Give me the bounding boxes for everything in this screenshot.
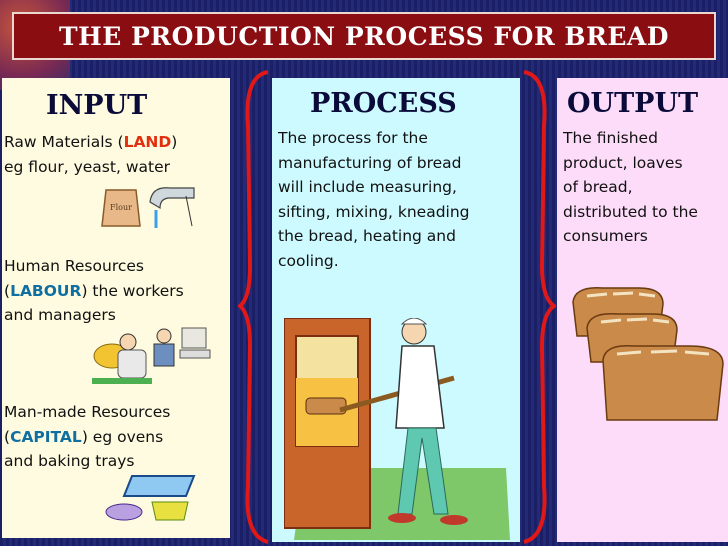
bread-in-oven-icon <box>305 397 347 415</box>
land-keyword: LAND <box>123 133 172 151</box>
flour-bag-icon <box>101 189 141 227</box>
process-heading: PROCESS <box>310 88 457 119</box>
bun-tray-icon <box>151 501 189 521</box>
baking-tray-icon <box>122 475 196 497</box>
capital-text: Man-made Resources (CAPITAL) eg ovens an… <box>4 403 171 470</box>
baking-trays-illustration <box>105 475 196 521</box>
land-text: Raw Materials (LAND) eg flour, yeast, wa… <box>4 133 178 176</box>
computer-icon <box>181 327 207 349</box>
output-description: The finished product, loaves of bread, d… <box>563 129 698 245</box>
page-title: THE PRODUCTION PROCESS FOR BREAD <box>59 21 669 51</box>
workers-illustration <box>92 327 211 384</box>
baker-hat-icon <box>400 318 428 325</box>
baker-apron-icon <box>395 345 445 429</box>
input-heading: INPUT <box>46 90 148 121</box>
loaf-icon <box>602 345 724 421</box>
loaves-illustration <box>572 287 724 421</box>
labour-keyword: LABOUR <box>10 281 82 300</box>
flour-label: Flour <box>110 203 132 212</box>
manager-icon <box>156 328 172 344</box>
right-brace <box>523 70 556 544</box>
labour-text: Human Resources (LABOUR) the workers and… <box>4 257 184 324</box>
input-panel: INPUT Raw Materials (LAND) eg flour, yea… <box>2 78 230 538</box>
flour-and-tap-illustration: Flour <box>101 187 195 228</box>
left-brace <box>238 70 269 544</box>
capital-keyword: CAPITAL <box>10 427 82 446</box>
process-description: The process for the manufacturing of bre… <box>278 129 470 270</box>
tap-icon <box>149 187 195 210</box>
output-heading: OUTPUT <box>567 88 699 119</box>
title-banner: THE PRODUCTION PROCESS FOR BREAD <box>12 12 716 60</box>
cake-tin-icon <box>105 503 143 521</box>
output-panel: OUTPUT The finished product, loaves of b… <box>557 78 728 542</box>
baker-oven-illustration <box>284 318 510 540</box>
process-panel: PROCESS The process for the manufacturin… <box>272 78 520 542</box>
